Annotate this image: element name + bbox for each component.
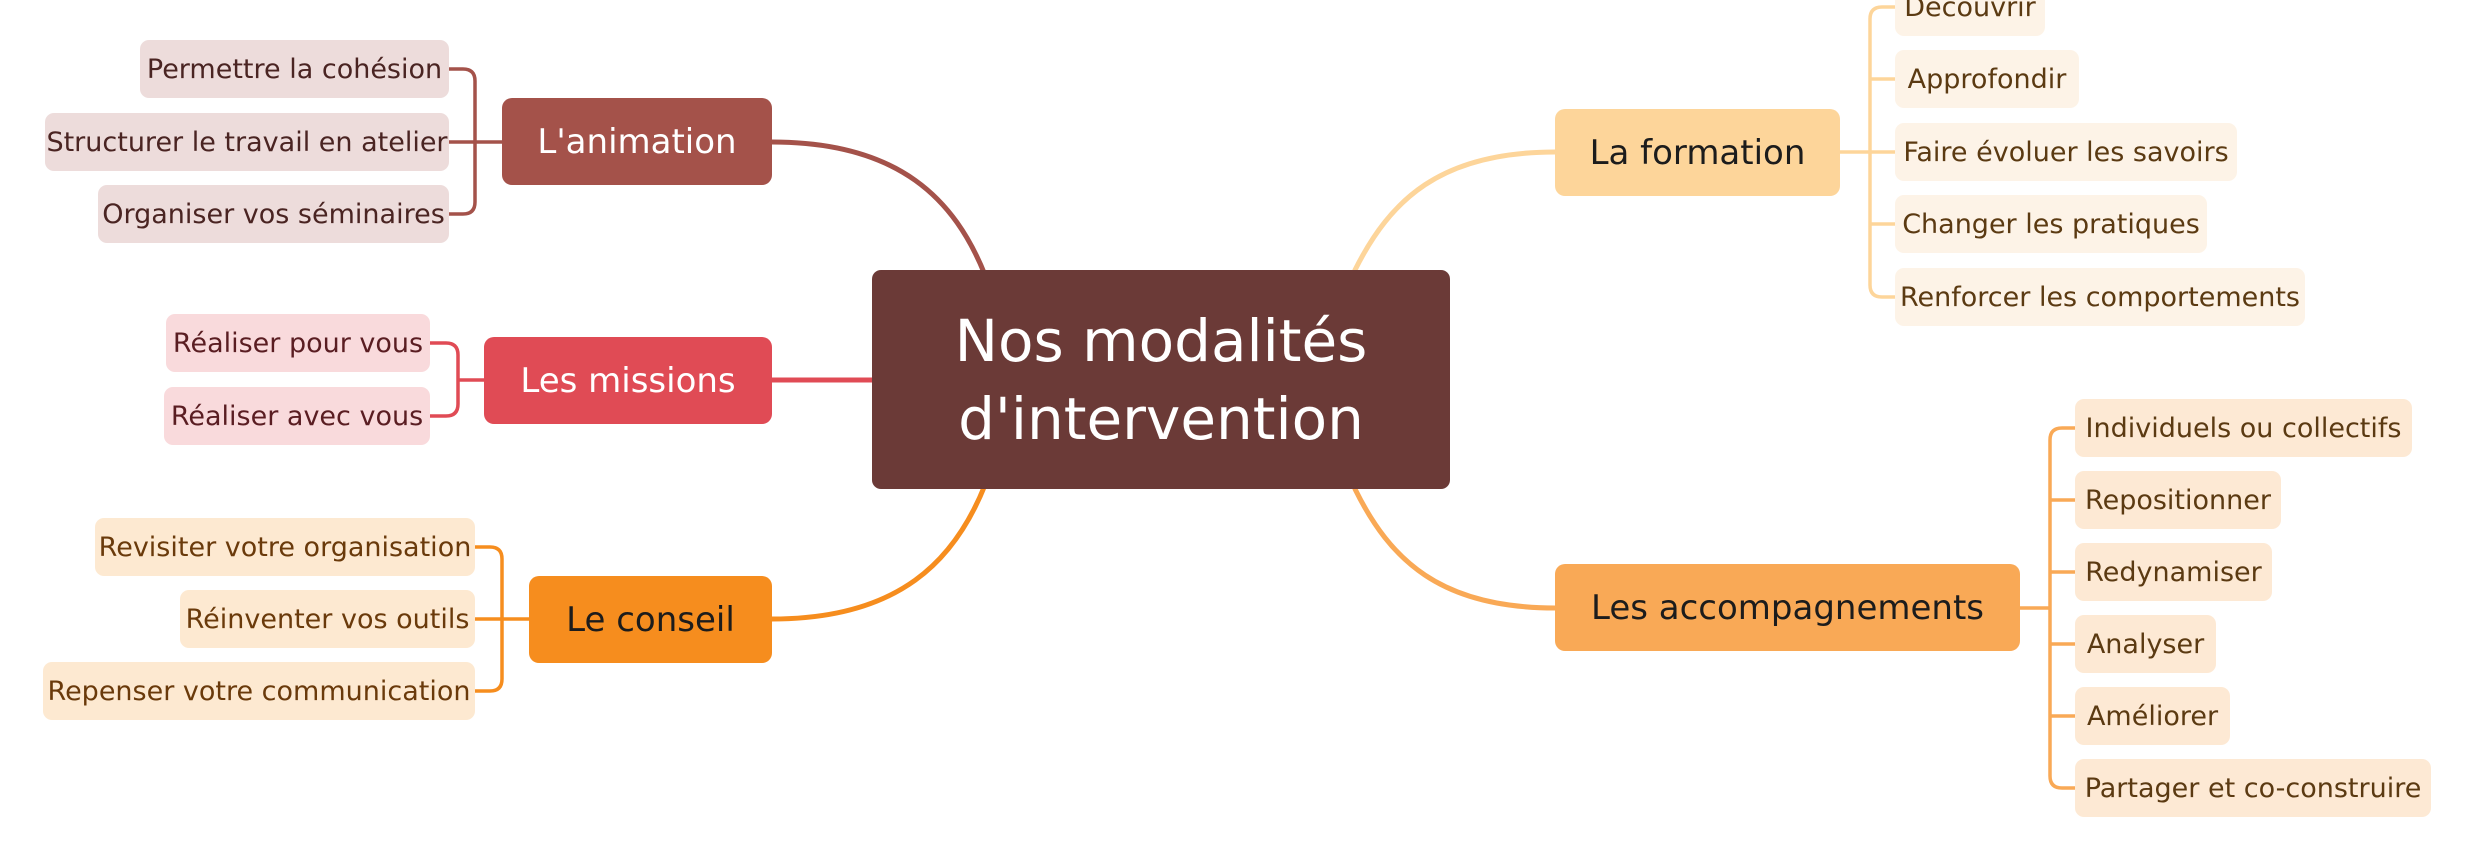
leaf-animation-1[interactable]: Permettre la cohésion [140, 40, 449, 98]
leaf-accompagnements-5[interactable]: Améliorer [2075, 687, 2230, 745]
bracket-accompagnements [2018, 426, 2077, 790]
leaf-missions-1[interactable]: Réaliser pour vous [166, 314, 430, 372]
central-topic-line1: Nos modalités [954, 306, 1368, 375]
leaf-formation-1[interactable]: Découvrir [1895, 0, 2045, 36]
leaf-conseil-2[interactable]: Réinventer vos outils [180, 590, 475, 648]
bracket-formation [1838, 5, 1897, 299]
connector-accompagnements [1352, 486, 1558, 611]
branch-formation[interactable]: La formation [1555, 109, 1840, 196]
leaf-formation-3[interactable]: Faire évoluer les savoirs [1895, 123, 2237, 181]
leaf-accompagnements-2[interactable]: Repositionner [2075, 471, 2281, 529]
bracket-missions [428, 341, 486, 418]
connector-formation [1352, 149, 1558, 273]
leaf-accompagnements-3[interactable]: Redynamiser [2075, 543, 2272, 601]
leaf-animation-2[interactable]: Structurer le travail en atelier [45, 113, 449, 171]
bracket-conseil [473, 545, 531, 693]
branch-accompagnements[interactable]: Les accompagnements [1555, 564, 2020, 651]
leaf-formation-5[interactable]: Renforcer les comportements [1895, 268, 2305, 326]
leaf-formation-2[interactable]: Approfondir [1895, 50, 2079, 108]
leaf-conseil-1[interactable]: Revisiter votre organisation [95, 518, 475, 576]
leaf-accompagnements-4[interactable]: Analyser [2075, 615, 2216, 673]
branch-missions[interactable]: Les missions [484, 337, 772, 424]
leaf-accompagnements-1[interactable]: Individuels ou collectifs [2075, 399, 2412, 457]
leaf-accompagnements-6[interactable]: Partager et co-construire [2075, 759, 2431, 817]
connector-animation [769, 139, 988, 278]
branch-animation[interactable]: L'animation [502, 98, 772, 185]
leaf-formation-4[interactable]: Changer les pratiques [1895, 195, 2207, 253]
branch-conseil[interactable]: Le conseil [529, 576, 772, 663]
central-topic[interactable]: Nos modalités d'intervention [872, 270, 1450, 489]
bracket-animation [447, 67, 504, 216]
leaf-missions-2[interactable]: Réaliser avec vous [164, 387, 430, 445]
leaf-conseil-3[interactable]: Repenser votre communication [43, 662, 475, 720]
connector-conseil [769, 482, 988, 622]
central-topic-line2: d'intervention [958, 384, 1364, 453]
leaf-animation-3[interactable]: Organiser vos séminaires [98, 185, 449, 243]
